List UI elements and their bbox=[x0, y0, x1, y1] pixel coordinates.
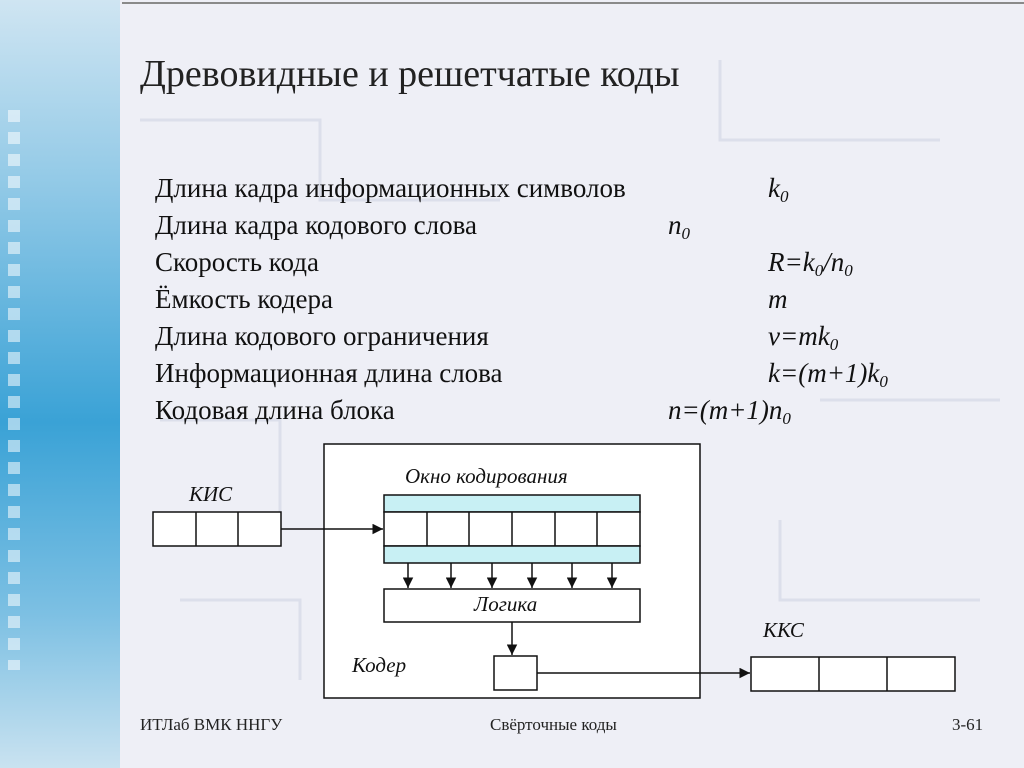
param-label: Кодовая длина блока bbox=[155, 395, 395, 425]
formula-main: n=(m+1)n bbox=[668, 395, 783, 425]
background-circuit-pattern bbox=[140, 60, 1000, 680]
param-formula: n=(m+1)n0 bbox=[668, 394, 791, 435]
param-label: Длина кадра кодового слова bbox=[155, 210, 477, 240]
param-formula: k=(m+1)k0 bbox=[768, 357, 888, 398]
param-label: Длина кодового ограничения bbox=[155, 321, 489, 351]
footer-center: Свёрточные коды bbox=[490, 715, 617, 734]
param-formula: k0 bbox=[768, 172, 788, 213]
left-decor-squares bbox=[8, 110, 30, 670]
param-formula: R=k0/n0 bbox=[768, 246, 853, 287]
formula-main: ν=mk bbox=[768, 321, 830, 351]
formula-main: k=(m+1)k bbox=[768, 358, 880, 388]
formula-subscript: 0 bbox=[681, 224, 691, 243]
kis-label: КИС bbox=[189, 482, 233, 506]
formula-tail: /n bbox=[823, 247, 845, 277]
formula-main: R=k bbox=[768, 247, 815, 277]
param-formula: n0 bbox=[668, 209, 690, 250]
top-rule bbox=[122, 2, 1024, 4]
logic-label: Логика bbox=[474, 592, 538, 616]
kks-label: ККС bbox=[763, 618, 804, 642]
footer-left: ИТЛаб ВМК ННГУ bbox=[140, 715, 283, 734]
formula-subscript: 0 bbox=[879, 372, 888, 391]
formula-subscript: 0 bbox=[779, 187, 789, 206]
formula-main: m bbox=[768, 284, 788, 314]
param-formula: m bbox=[768, 283, 788, 315]
coder-label: Кодер bbox=[352, 653, 407, 677]
output-cell bbox=[493, 655, 538, 691]
formula-main: k bbox=[768, 173, 780, 203]
param-label: Информационная длина слова bbox=[155, 358, 503, 388]
coding-window bbox=[383, 494, 641, 564]
footer-right: 3-61 bbox=[952, 715, 984, 734]
formula-subscript: 0 bbox=[814, 261, 824, 280]
param-formula: ν=mk0 bbox=[768, 320, 838, 361]
formula-subscript: 0 bbox=[782, 409, 791, 428]
param-label: Длина кадра информационных символов bbox=[155, 173, 626, 203]
kis-register bbox=[152, 511, 282, 547]
param-label: Скорость кода bbox=[155, 247, 319, 277]
window-label: Окно кодирования bbox=[405, 464, 568, 488]
formula-main: n bbox=[668, 210, 682, 240]
slide-title: Древовидные и решетчатые коды bbox=[140, 53, 680, 95]
kks-register bbox=[750, 656, 956, 692]
formula-subscript: 0 bbox=[844, 261, 853, 280]
logic-block bbox=[383, 588, 641, 623]
formula-subscript: 0 bbox=[829, 335, 839, 354]
window-to-logic-arrows bbox=[402, 563, 618, 588]
param-label: Ёмкость кодера bbox=[155, 284, 334, 314]
